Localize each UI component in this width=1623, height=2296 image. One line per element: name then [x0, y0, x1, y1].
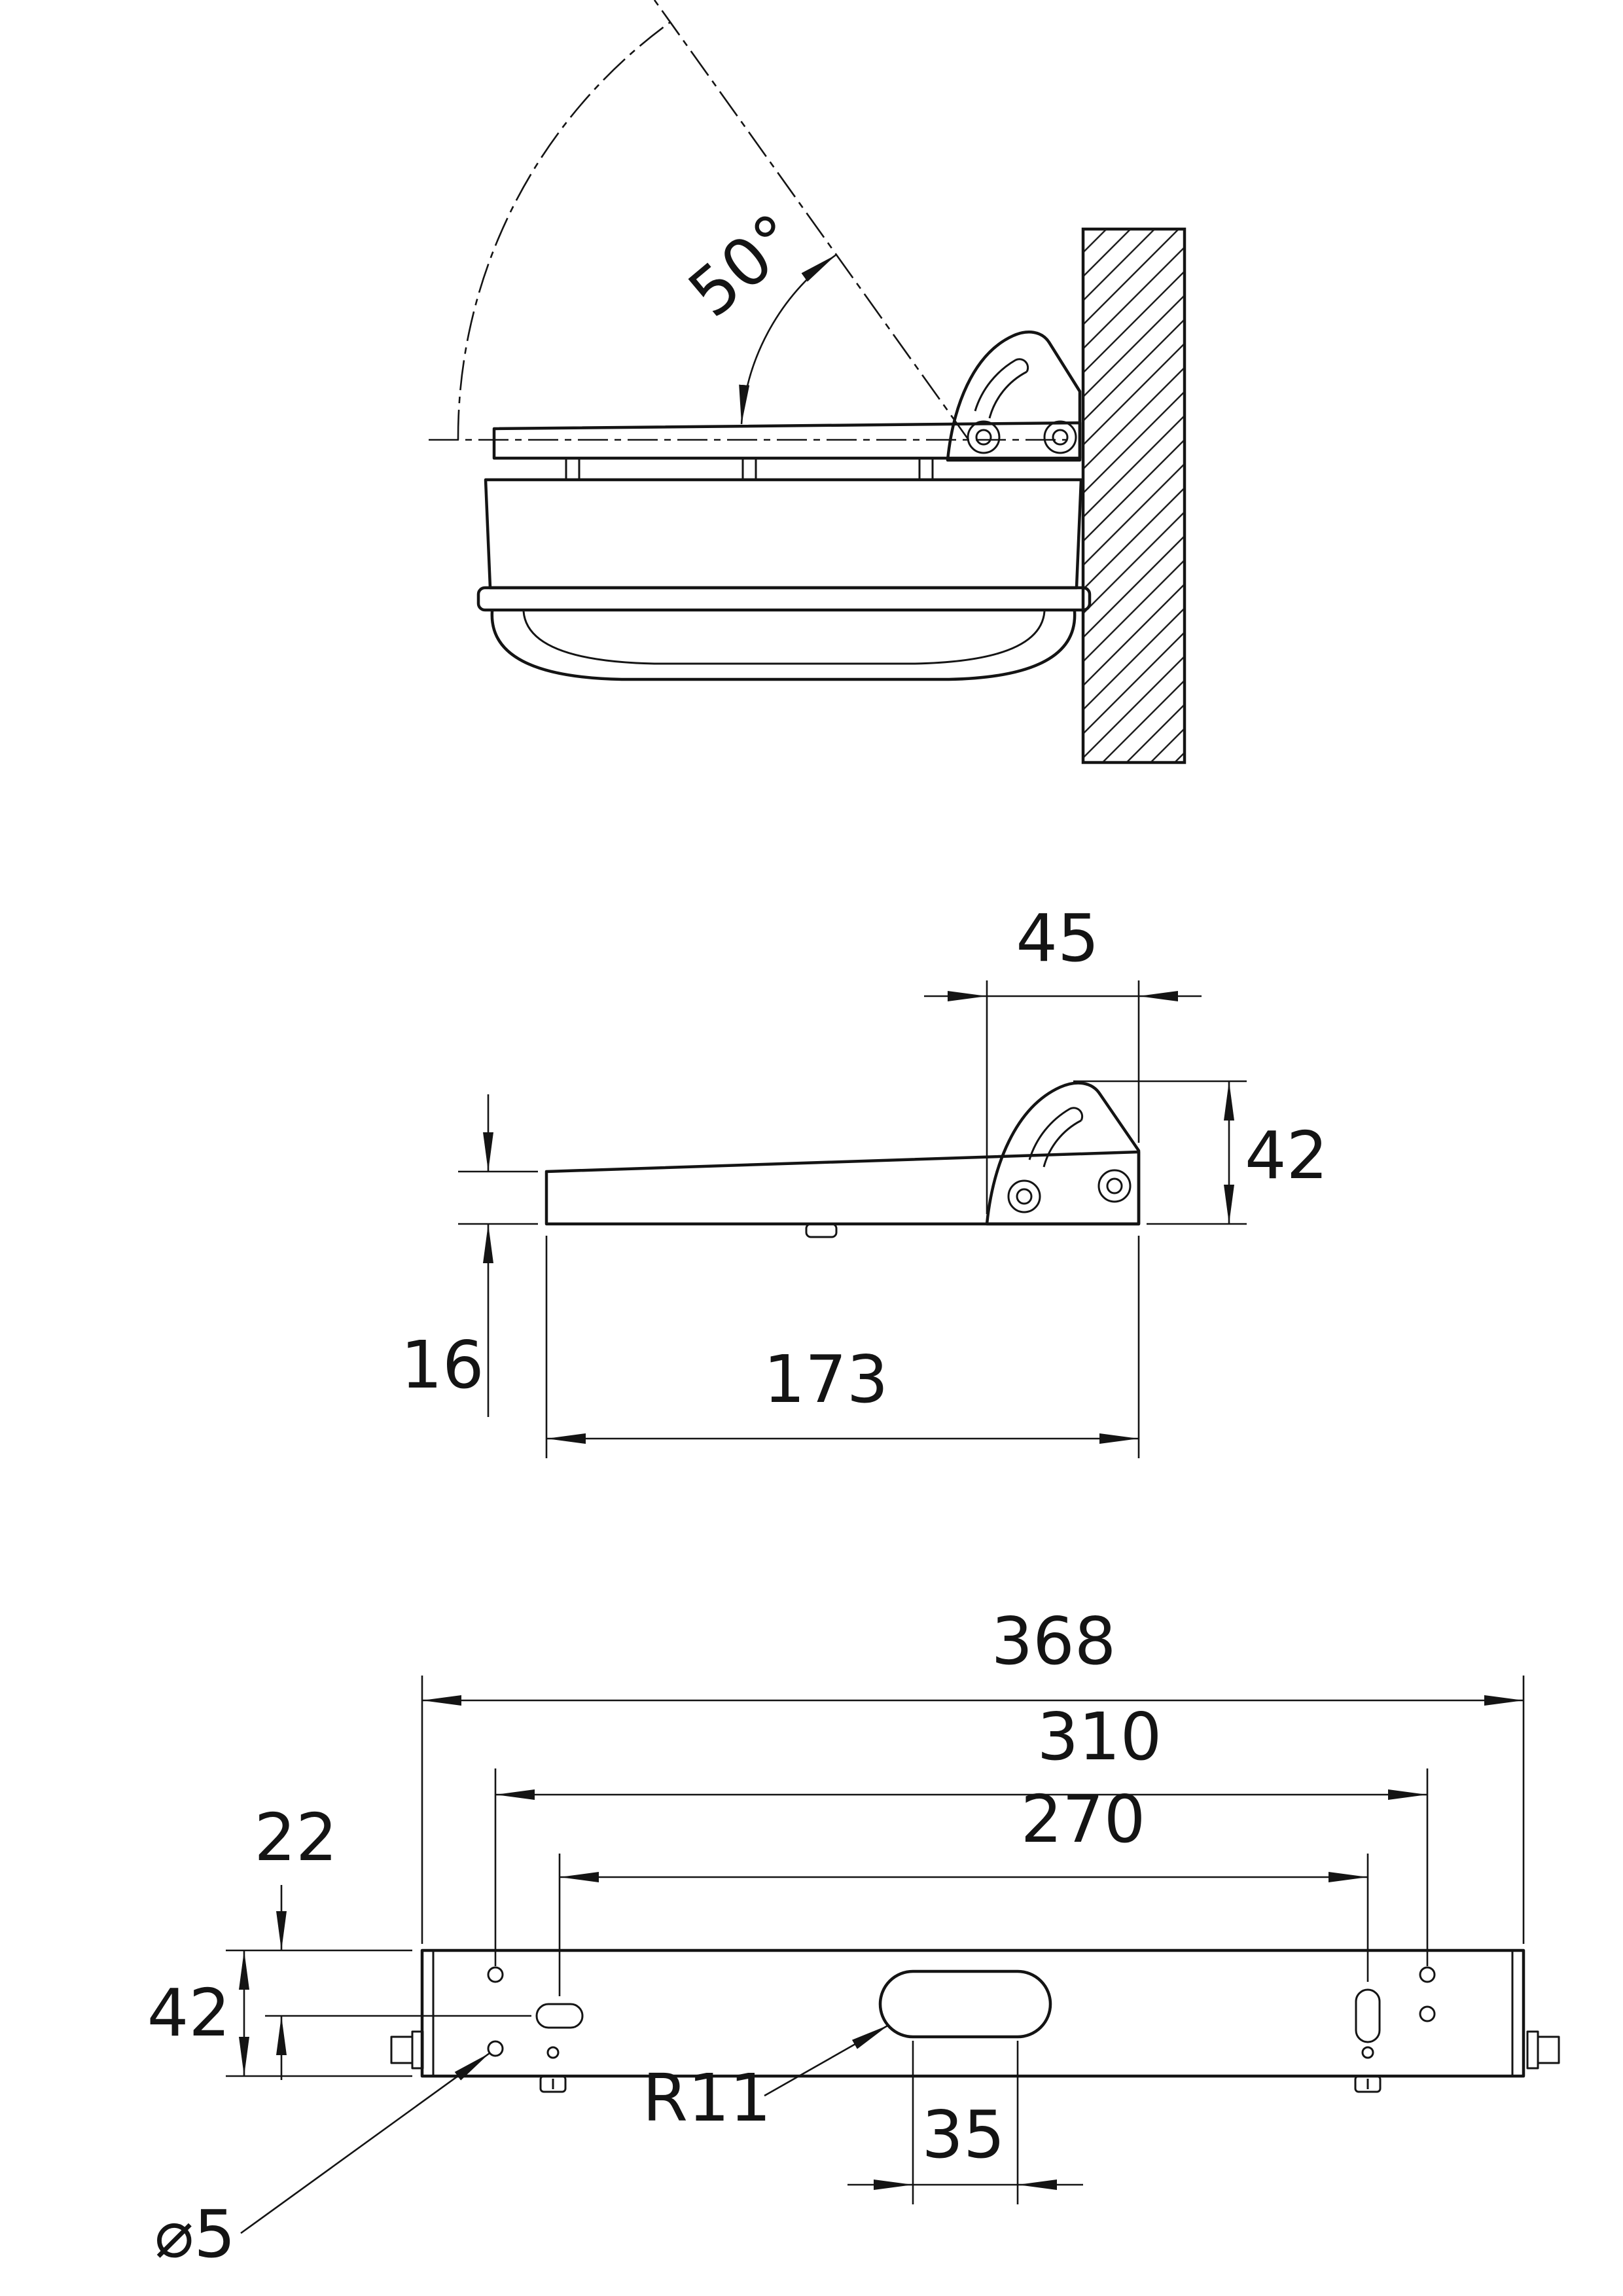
dim-310-label: 310: [1037, 1698, 1162, 1775]
adjustment-slot-profile: [1028, 1107, 1084, 1168]
keyhole-slot-right: [1355, 1988, 1381, 2043]
mounting-arm-profile: [544, 1150, 1141, 1226]
bottom-screw-left: [539, 2075, 567, 2093]
arm-screw-tab: [805, 1223, 838, 1238]
side-dimension-view: 45 42 16 173: [401, 900, 1328, 1458]
dim-368-label: 368: [991, 1603, 1116, 1679]
end-bolt-left-washer: [411, 2030, 424, 2070]
hinge-bolt-inner: [1016, 1188, 1033, 1205]
flange-tabs: [565, 459, 934, 478]
hinge-bracket: [946, 331, 1082, 462]
dim-35-label: 35: [921, 2096, 1005, 2173]
dim-42-label: 42: [147, 1975, 230, 2051]
small-hole-left: [487, 2040, 504, 2057]
screw-head-right: [1361, 2046, 1374, 2059]
hinge-bolt-outer: [1007, 1179, 1041, 1213]
bottom-screw-right: [1354, 2075, 1382, 2093]
diameter-leader-line: [240, 2052, 490, 2234]
pivot-bolt-outer: [1097, 1169, 1132, 1203]
screw-head-left: [546, 2046, 560, 2059]
hinge-bracket-profile: [985, 1081, 1141, 1226]
tilted-side-view: 50°: [429, 0, 1186, 764]
mounting-hole-right: [1419, 1966, 1436, 1983]
mounting-hole-left: [487, 1966, 504, 1983]
dim-173-label: 173: [764, 1341, 889, 1418]
angle-dimension-arc: [739, 253, 837, 425]
dim-270-label: 270: [1021, 1781, 1146, 1857]
mounting-plate-view: 368 310 270 22 42 35 R11 ⌀5: [147, 1603, 1560, 2272]
end-bolt-right-washer: [1526, 2030, 1539, 2070]
small-hole-right: [1419, 2005, 1436, 2022]
hinge-bolt-outer: [967, 420, 1001, 454]
pivot-bolt-outer: [1043, 420, 1077, 454]
lamp-lens: [490, 609, 1077, 681]
lamp-lens-inner: [522, 611, 1046, 665]
center-cable-slot: [878, 1969, 1052, 2039]
end-bolt-right-head: [1537, 2036, 1560, 2064]
adjustment-slot: [974, 358, 1029, 419]
tilt-envelope-arc: [457, 21, 671, 440]
lamp-lip: [476, 586, 1092, 612]
keyhole-slot-left: [535, 2003, 584, 2029]
pivot-bolt-inner: [1052, 429, 1069, 446]
pivot-bolt-inner: [1106, 1177, 1123, 1194]
diameter-label: ⌀5: [154, 2196, 236, 2272]
mounting-plate-outline: [420, 1948, 1525, 2078]
dim-42-label: 42: [1245, 1117, 1328, 1194]
wall-section: [1081, 227, 1186, 764]
dim-22-label: 22: [254, 1799, 337, 1876]
dim-16-label: 16: [401, 1327, 484, 1403]
end-bolt-left-head: [390, 2036, 414, 2064]
hinge-bolt-inner: [975, 429, 992, 446]
angle-label: 50°: [674, 199, 812, 332]
dim-45-label: 45: [1016, 900, 1099, 977]
radius-leader-line: [764, 2024, 889, 2097]
lamp-body: [484, 478, 1083, 590]
radius-label: R11: [643, 2060, 772, 2136]
tilted-centerline: [653, 0, 970, 440]
